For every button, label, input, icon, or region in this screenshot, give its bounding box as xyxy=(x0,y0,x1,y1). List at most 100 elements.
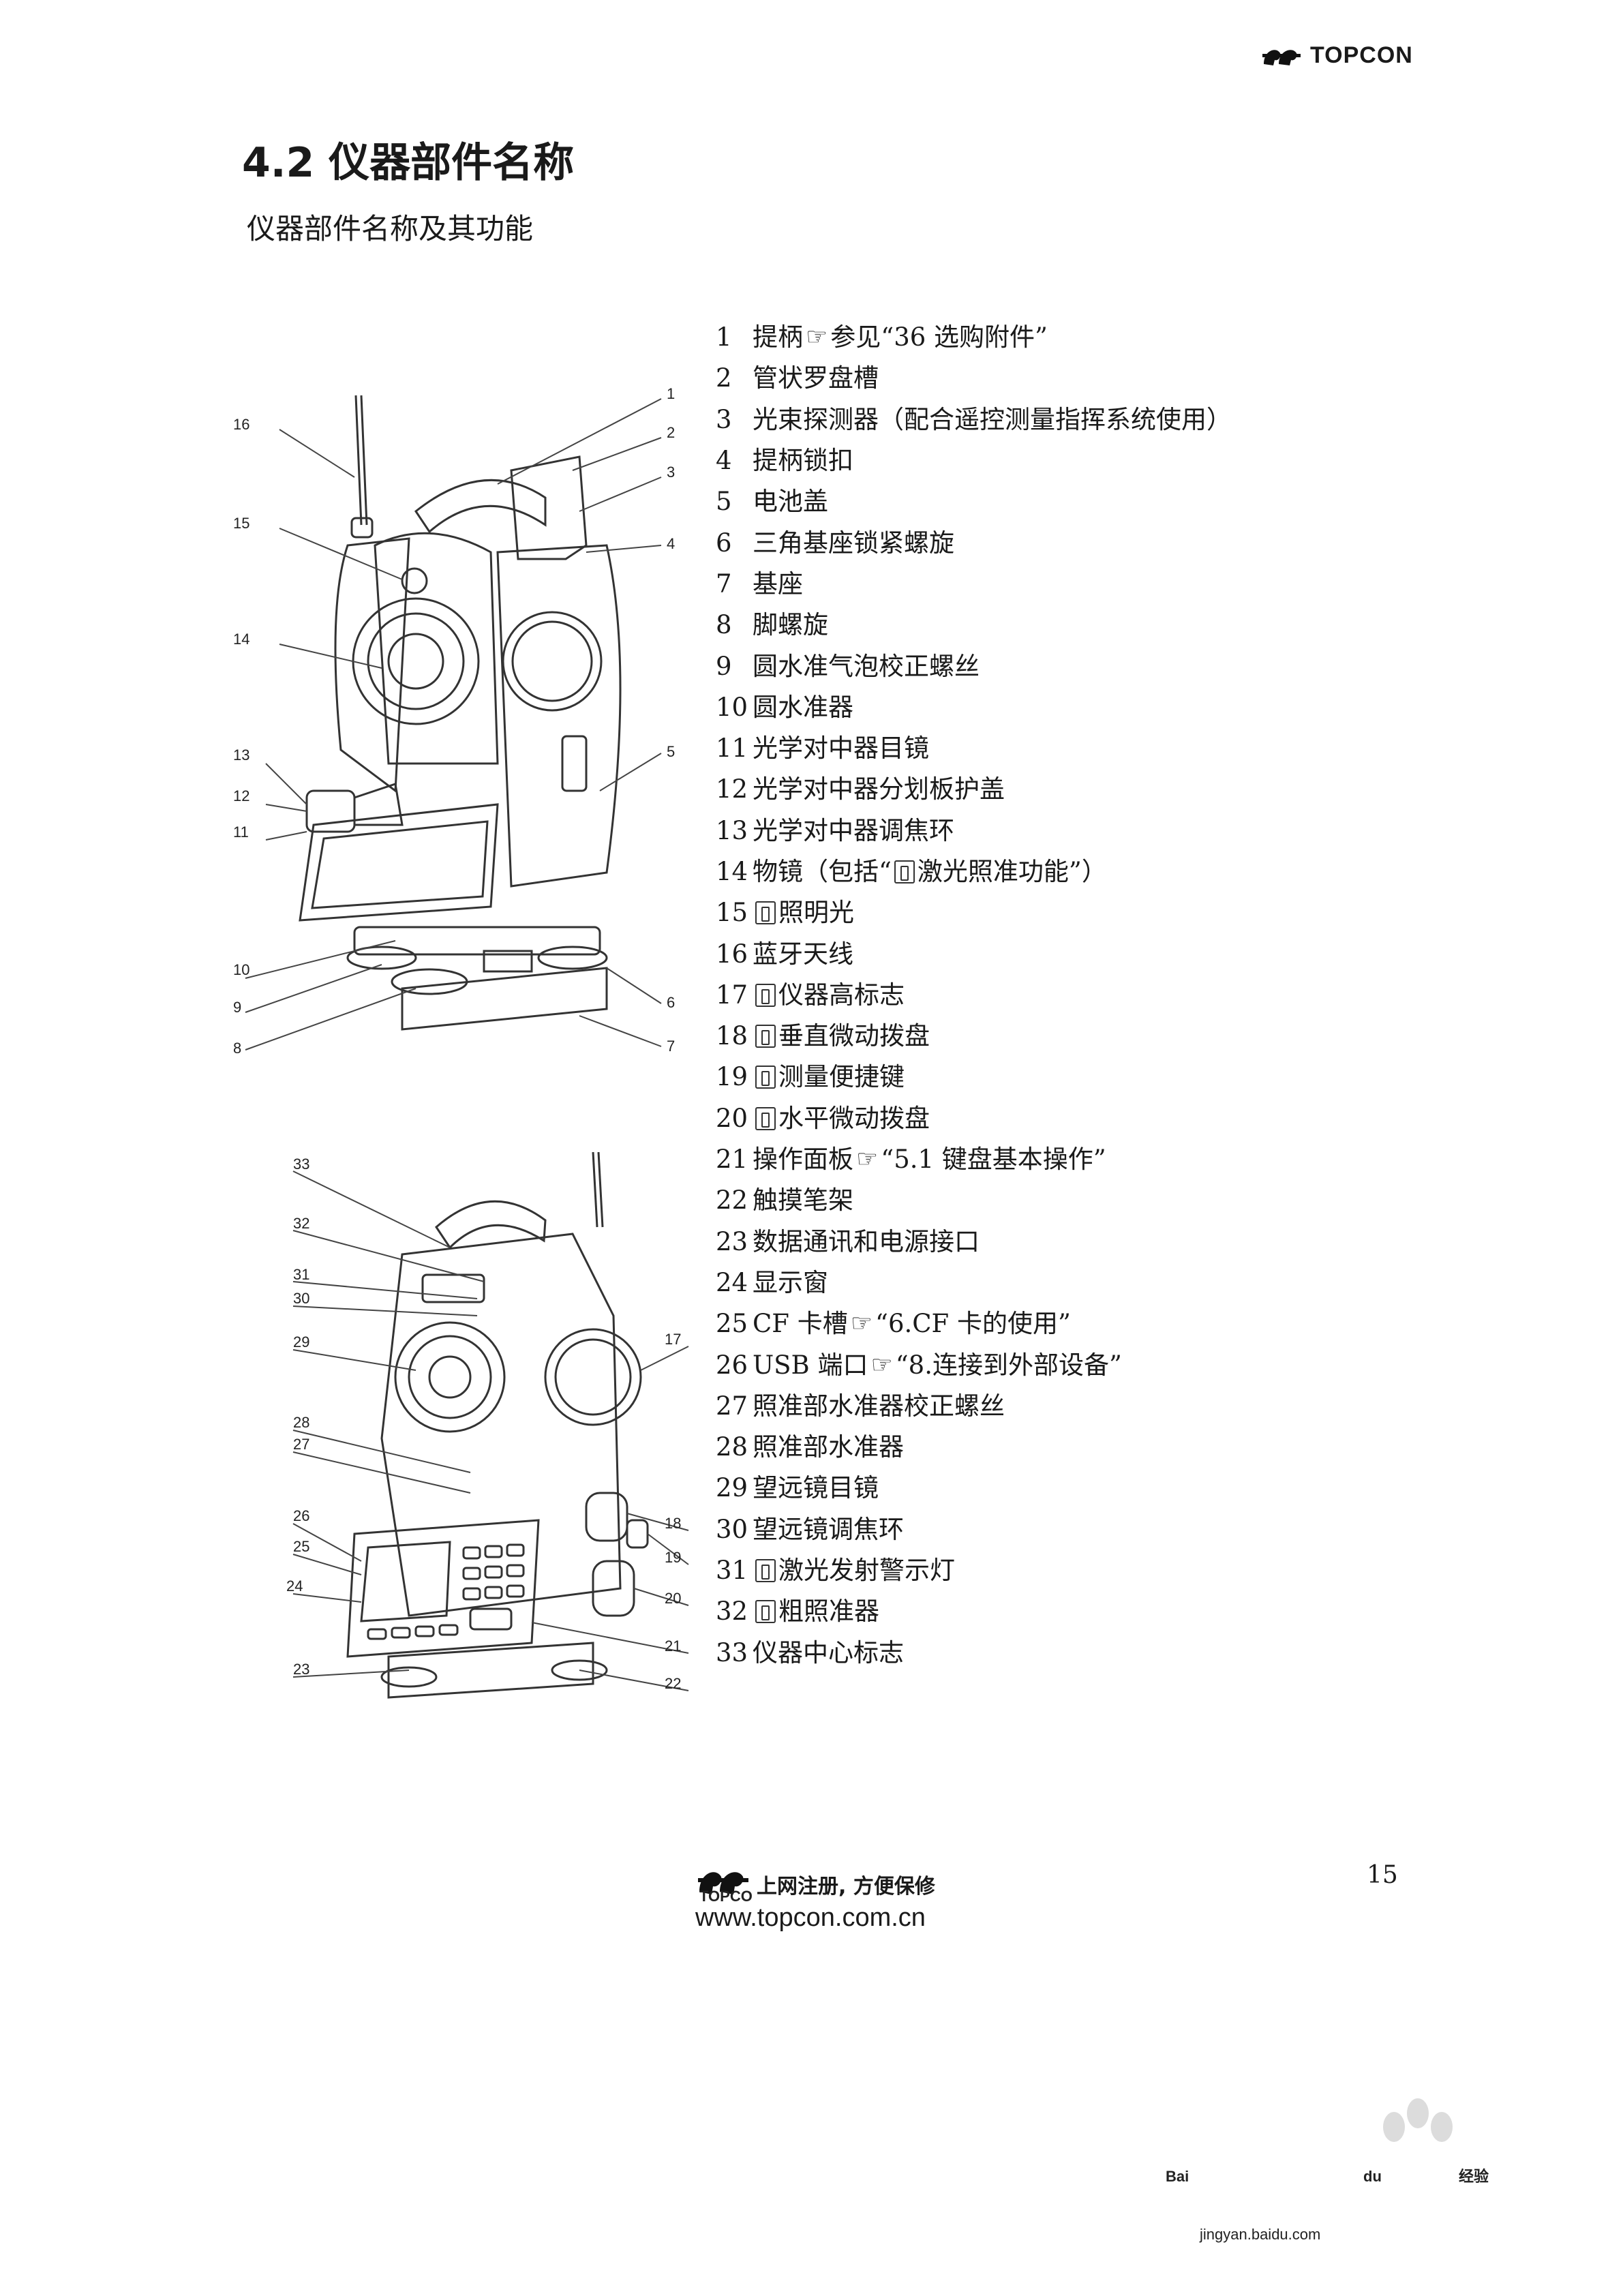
footer-tagline: 上网注册, 方便保修 xyxy=(757,1875,935,1899)
key-box-icon xyxy=(755,1025,776,1048)
section-subtitle: 仪器部件名称及其功能 xyxy=(247,212,534,245)
callout-10: 10 xyxy=(233,961,249,978)
callout-19: 19 xyxy=(665,1549,681,1566)
part-reference: “8.连接到外部设备” xyxy=(895,1350,1122,1380)
page-number: 15 xyxy=(1367,1861,1398,1889)
callout-12: 12 xyxy=(233,787,249,804)
part-number: 1 xyxy=(716,322,732,352)
part-name: 数据通讯和电源接口 xyxy=(753,1226,980,1256)
part-number: 23 xyxy=(716,1226,748,1256)
part-name: 提柄锁扣 xyxy=(753,446,853,476)
part-name: 望远镜目镜 xyxy=(753,1473,879,1503)
callout-4: 4 xyxy=(667,535,675,552)
part-name: 脚螺旋 xyxy=(753,610,828,640)
part-item: 3 光束探测器（配合遥控测量指挥系统使用） xyxy=(716,399,1232,440)
part-name: CF 卡槽 xyxy=(753,1309,848,1339)
key-box-icon xyxy=(755,1600,776,1624)
key-box-icon xyxy=(755,1066,776,1089)
part-name: 照准部水准器 xyxy=(753,1432,904,1462)
part-number: 21 xyxy=(716,1145,748,1175)
part-number: 25 xyxy=(716,1309,748,1339)
key-box-icon xyxy=(755,1106,776,1130)
part-name: 望远镜调焦环 xyxy=(753,1514,904,1544)
callout-29: 29 xyxy=(293,1333,309,1350)
pointing-hand-icon: ☞ xyxy=(856,1145,879,1174)
part-reference: “6.CF 卡的使用” xyxy=(875,1309,1071,1339)
part-item: 31 激光发射警示灯 xyxy=(716,1550,1232,1591)
pointing-hand-icon: ☞ xyxy=(870,1350,893,1379)
part-number: 2 xyxy=(716,363,732,393)
key-box-icon xyxy=(755,1559,776,1583)
pointing-hand-icon: ☞ xyxy=(850,1310,873,1338)
instrument-front-figure: 16 15 14 13 12 11 10 9 8 1 2 3 4 5 6 7 xyxy=(233,385,675,1057)
callout-2: 2 xyxy=(667,424,675,441)
part-name: 光学对中器分划板护盖 xyxy=(753,774,1005,804)
instrument-rear-figure: 33 32 31 30 29 28 27 26 25 24 23 17 18 1… xyxy=(286,1152,689,1699)
part-name: 照明光 xyxy=(778,898,854,928)
part-name: 提柄 xyxy=(753,322,803,352)
part-number: 18 xyxy=(716,1021,748,1051)
part-item: 7 基座 xyxy=(716,564,1232,605)
baidu-watermark: Bai du 经验 jingyan.baidu.com xyxy=(1166,2098,1489,2243)
key-box-icon xyxy=(755,901,776,925)
part-number: 22 xyxy=(716,1185,748,1215)
watermark-suffix: 经验 xyxy=(1459,2168,1489,2185)
part-number: 8 xyxy=(716,610,732,640)
part-name: 光束探测器（配合遥控测量指挥系统使用） xyxy=(753,404,1232,434)
part-number: 31 xyxy=(716,1556,748,1586)
watermark-url: jingyan.baidu.com xyxy=(1199,2226,1320,2243)
part-number: 7 xyxy=(716,569,732,599)
part-name: 水平微动拨盘 xyxy=(778,1103,930,1133)
part-name: 光学对中器目镜 xyxy=(753,734,929,764)
part-reference: 参见“36 选购附件” xyxy=(830,322,1048,352)
callout-9: 9 xyxy=(233,999,241,1016)
part-name: 基座 xyxy=(753,569,803,599)
header-brand-text: TOPCON xyxy=(1310,42,1413,68)
part-number: 14 xyxy=(716,857,748,886)
part-number: 20 xyxy=(716,1103,748,1133)
part-name: 激光发射警示灯 xyxy=(778,1556,955,1586)
part-number: 3 xyxy=(716,404,732,434)
footer-brand-text: TOPCON xyxy=(699,1888,753,1903)
part-number: 24 xyxy=(716,1267,748,1297)
part-item: 20 水平微动拨盘 xyxy=(716,1098,1232,1139)
part-name: 三角基座锁紧螺旋 xyxy=(753,528,954,558)
callout-1: 1 xyxy=(667,385,675,402)
callout-8: 8 xyxy=(233,1040,241,1057)
callout-14: 14 xyxy=(233,631,249,648)
part-item: 32 粗照准器 xyxy=(716,1591,1232,1632)
part-number: 28 xyxy=(716,1432,748,1462)
watermark-brand-2: du xyxy=(1363,2168,1382,2185)
part-number: 13 xyxy=(716,815,748,845)
callout-16: 16 xyxy=(233,416,249,433)
part-name: 粗照准器 xyxy=(778,1597,879,1627)
part-number: 10 xyxy=(716,692,748,722)
watermark-brand: Bai xyxy=(1166,2168,1189,2185)
part-number: 5 xyxy=(716,487,732,517)
part-number: 32 xyxy=(716,1597,748,1627)
callout-17: 17 xyxy=(665,1331,681,1348)
callout-3: 3 xyxy=(667,464,675,481)
part-name: 照准部水准器校正螺丝 xyxy=(753,1391,1005,1421)
part-number: 29 xyxy=(716,1473,748,1503)
